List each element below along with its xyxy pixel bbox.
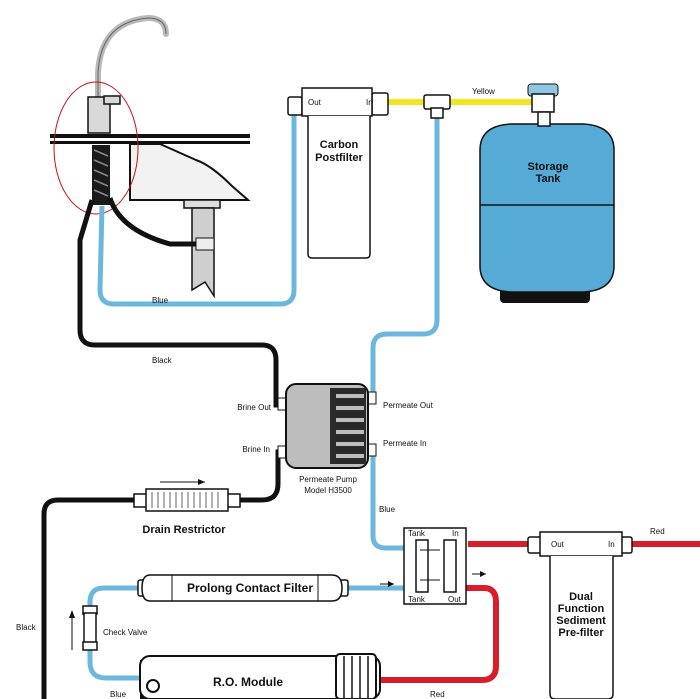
prefilter-name-line1: Dual <box>569 591 593 603</box>
countertop <box>50 134 250 144</box>
faucet-annotation-circle <box>53 81 139 215</box>
tube-label-yellow: Yellow <box>472 87 495 96</box>
drain-restrictor-label: Drain Restrictor <box>142 524 226 536</box>
tank-name-line1: Storage <box>528 161 569 173</box>
valve-tank-bottom-label: Tank <box>408 595 426 604</box>
brine-out-label: Brine Out <box>237 403 272 412</box>
prefilter-name-line2: Function <box>558 603 605 615</box>
prolong-filter-label: Prolong Contact Filter <box>187 581 313 595</box>
storage-tank: Storage Tank <box>479 83 615 303</box>
valve-in-top-label: In <box>452 529 459 538</box>
tube-label-black-left: Black <box>16 623 37 632</box>
valve-tank-top-label: Tank <box>408 529 426 538</box>
carbon-postfilter: Out In Carbon Postfilter <box>287 87 389 259</box>
black-tube-sink-to-brine-out <box>77 199 284 408</box>
blue-tube-tee-to-permeate-out <box>370 112 440 396</box>
drain-restrictor: Drain Restrictor <box>133 479 241 536</box>
prefilter-name-line3: Sediment <box>556 615 606 627</box>
black-tube-drain-to-sink <box>107 197 196 247</box>
postfilter-name-line1: Carbon <box>320 139 359 151</box>
red-tube-valve-to-ro <box>378 585 499 683</box>
check-valve-label: Check Valve <box>103 628 148 637</box>
tank-name-line2: Tank <box>536 173 562 185</box>
tube-label-blue-top: Blue <box>152 296 169 305</box>
tube-label-black-mid: Black <box>152 356 173 365</box>
prefilter-out-label: Out <box>551 540 565 549</box>
faucet <box>87 14 169 205</box>
permeate-pump: Brine Out Brine In Permeate Out Permeate… <box>237 383 434 495</box>
ro-module-label: R.O. Module <box>213 675 283 689</box>
black-tube-restrictor-to-drain <box>41 497 142 699</box>
tee-fitting <box>423 94 451 119</box>
tube-label-red-right: Red <box>650 527 665 536</box>
prefilter-in-label: In <box>608 540 615 549</box>
tube-label-blue-mid: Blue <box>379 505 396 514</box>
prolong-contact-filter: Prolong Contact Filter <box>137 574 349 602</box>
tube-label-blue-bottom: Blue <box>110 690 127 699</box>
postfilter-in-label: In <box>366 98 373 107</box>
permeate-in-label: Permeate In <box>383 439 427 448</box>
black-tube-brine-in-to-restrictor <box>232 449 284 503</box>
postfilter-out-label: Out <box>308 98 322 107</box>
sediment-prefilter: Out In Dual Function Sediment Pre-filter <box>527 531 633 699</box>
check-valve: Check Valve <box>69 605 148 651</box>
sink-basin <box>129 143 251 299</box>
postfilter-name-line2: Postfilter <box>315 152 363 164</box>
blue-tube-permeate-in-to-valve <box>370 450 404 551</box>
pump-name-line2: Model H3500 <box>304 486 352 495</box>
ro-module: R.O. Module <box>139 653 381 699</box>
brine-in-label: Brine In <box>242 445 270 454</box>
blue-tube-faucet-to-postfilter <box>97 103 300 307</box>
permeate-out-label: Permeate Out <box>383 401 434 410</box>
tube-label-red-bottom: Red <box>430 690 445 699</box>
valve-out-bottom-label: Out <box>448 595 462 604</box>
valve-block: Tank In Tank Out <box>380 527 486 605</box>
prefilter-name-line4: Pre-filter <box>558 627 604 639</box>
pump-name-line1: Permeate Pump <box>299 475 357 484</box>
